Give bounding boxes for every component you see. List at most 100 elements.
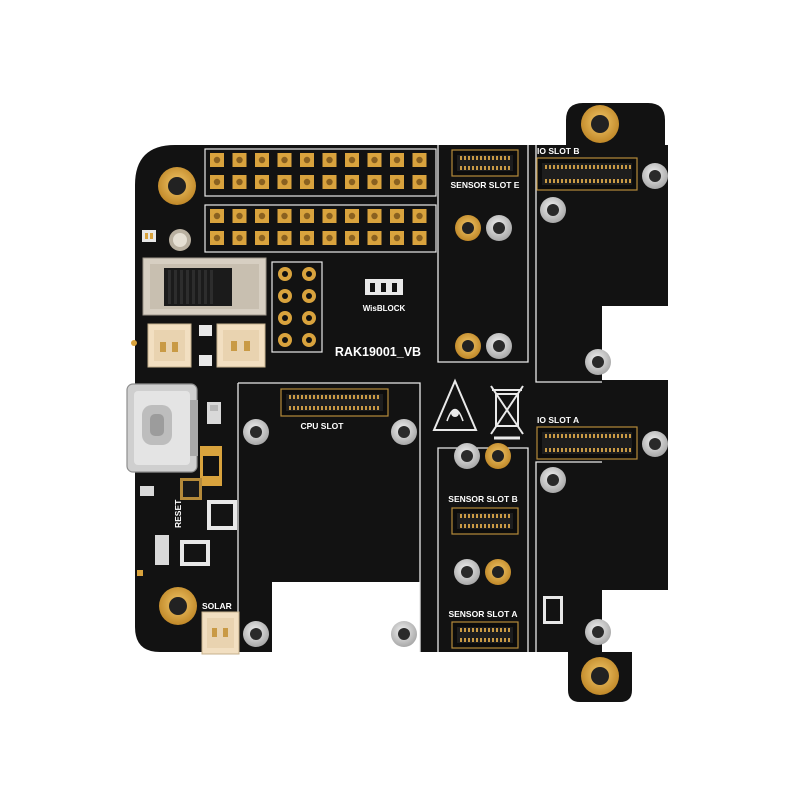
- mounting-holes-silver: [243, 163, 668, 647]
- pin-hole: [258, 234, 266, 242]
- header-pins-2: [210, 209, 427, 245]
- pin-hole: [416, 212, 423, 220]
- pin-hole: [281, 234, 288, 242]
- connector-pin: [508, 628, 510, 632]
- connector-pin: [496, 628, 498, 632]
- connector-pin: [492, 638, 494, 642]
- connector-pin: [472, 638, 474, 642]
- jst-connectors: [147, 323, 266, 655]
- connector-pin: [357, 395, 359, 399]
- connector-pin: [545, 434, 547, 438]
- connector-pin: [484, 156, 486, 160]
- connector-pin: [609, 165, 611, 169]
- connector-pin: [557, 434, 559, 438]
- pin-hole: [393, 234, 401, 242]
- pin-hole: [393, 156, 401, 164]
- connector-pin: [613, 165, 615, 169]
- connector-pin: [337, 395, 339, 399]
- pin-hole: [258, 156, 266, 164]
- connector-pin: [500, 524, 502, 528]
- connector-pin: [361, 395, 363, 399]
- connector-pin: [488, 638, 490, 642]
- pin-hole: [282, 315, 288, 321]
- connector-pin: [464, 166, 466, 170]
- connector-pin: [496, 514, 498, 518]
- connector-pin: [460, 514, 462, 518]
- pin-hole: [416, 156, 423, 164]
- pin-hole: [303, 234, 311, 242]
- pin-hole: [326, 234, 333, 242]
- connector-pin: [496, 524, 498, 528]
- connector-pin: [617, 179, 619, 183]
- connector-pin: [377, 395, 379, 399]
- silkscreen-labels: WisBLOCK RAK19001_VB IO SLOT B SENSOR SL…: [173, 146, 580, 619]
- connector-pin: [460, 166, 462, 170]
- connector-pin: [468, 156, 470, 160]
- connector-pin: [565, 179, 567, 183]
- connector-pin: [293, 395, 295, 399]
- esd-warning-icon: [432, 378, 478, 431]
- pin-hole: [371, 156, 378, 164]
- connector-pin: [593, 165, 595, 169]
- cpu-slot-label: CPU SLOT: [301, 421, 345, 431]
- jumper-pads: [278, 267, 316, 347]
- connector-pin: [317, 395, 319, 399]
- connector-pin: [468, 524, 470, 528]
- connector-pin: [337, 406, 339, 410]
- connector-pin: [476, 638, 478, 642]
- pin-hole: [326, 212, 333, 220]
- connector-pin: [484, 524, 486, 528]
- connector-pin: [605, 165, 607, 169]
- connector-pin: [369, 395, 371, 399]
- connector-pin: [468, 514, 470, 518]
- connector-pin: [496, 166, 498, 170]
- connector-pin: [601, 179, 603, 183]
- connector-pin: [617, 165, 619, 169]
- connector-pin: [480, 166, 482, 170]
- sensor-slot-e-outline: [437, 145, 529, 363]
- connector-pin: [484, 628, 486, 632]
- connector-pin: [597, 165, 599, 169]
- silkscreen-outlines: [237, 145, 602, 652]
- connector-pin: [353, 395, 355, 399]
- connector-pin: [613, 179, 615, 183]
- connector-pin: [508, 524, 510, 528]
- connector-pin: [496, 156, 498, 160]
- reset-label: RESET: [173, 499, 183, 528]
- connector-pin: [613, 448, 615, 452]
- pin-hole: [306, 315, 312, 321]
- connector-pin: [301, 395, 303, 399]
- connector-pin: [561, 448, 563, 452]
- connector-pin: [605, 179, 607, 183]
- connector-pin: [484, 514, 486, 518]
- connector-pin: [508, 514, 510, 518]
- connector-pin: [504, 628, 506, 632]
- connector-pin: [553, 448, 555, 452]
- connector-pin: [577, 165, 579, 169]
- pin-hole: [282, 293, 288, 299]
- cpu-slot-outline: [237, 382, 421, 652]
- connector-pin: [621, 165, 623, 169]
- connector-pin: [500, 638, 502, 642]
- connector-pin: [492, 514, 494, 518]
- pin-hole: [281, 212, 288, 220]
- connector-pin: [365, 395, 367, 399]
- connector-pin: [345, 406, 347, 410]
- pin-hole: [326, 156, 333, 164]
- connector-pin: [569, 434, 571, 438]
- connector-pin: [581, 165, 583, 169]
- connector-pin: [377, 406, 379, 410]
- pin-hole: [348, 212, 356, 220]
- connector-pin: [589, 448, 591, 452]
- connector-pin: [629, 165, 631, 169]
- connector-pin: [589, 434, 591, 438]
- pin-hole: [258, 212, 266, 220]
- connector-pin: [468, 638, 470, 642]
- connector-pin: [488, 166, 490, 170]
- connector-pin: [605, 448, 607, 452]
- connector-pin: [293, 406, 295, 410]
- pin-hole: [303, 156, 311, 164]
- connector-pin: [545, 448, 547, 452]
- pin-hole: [416, 234, 423, 242]
- connector-pin: [581, 448, 583, 452]
